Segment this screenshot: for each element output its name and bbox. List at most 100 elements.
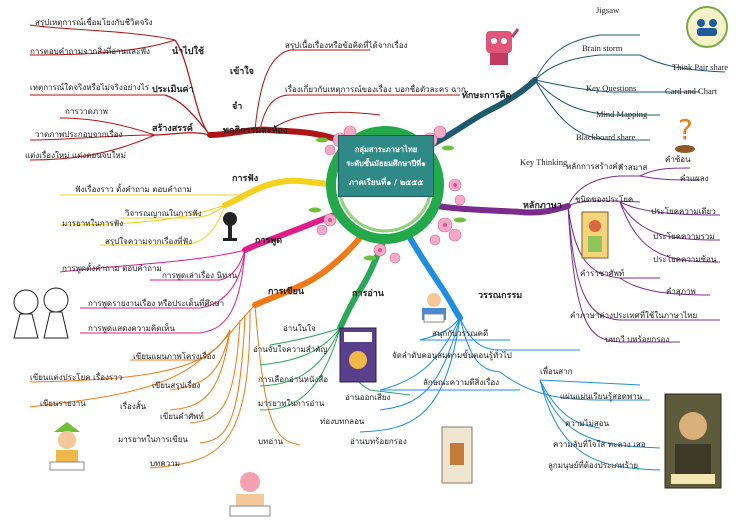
- thinking-jigsaw: Jigsaw: [596, 5, 620, 15]
- book-cover-reading-icon: [339, 327, 377, 383]
- girl-reading-icon: [49, 422, 85, 471]
- principles-rhyme: คำแผลง: [680, 174, 709, 183]
- principles-poem: บทกวี บทร้อยกรอง: [605, 335, 670, 344]
- reading-item1: อ่านในใจ: [283, 324, 316, 333]
- center-title-box: กลุ่มสาระภาษาไทย ระดับชั้นมัธยมศึกษาปีที…: [338, 135, 434, 197]
- speaking-branch: [242, 207, 355, 253]
- topleft-tell-sub: บอกชื่อตัวละคร ฉาก: [395, 85, 466, 94]
- topleft-draw: การวาดภาพ: [65, 107, 108, 116]
- principles-creation: หลักการสร้างคำ: [566, 162, 623, 171]
- listening-manner: มารยาทในการฟัง: [62, 219, 124, 228]
- speaking-item3: การพูดรายงานเรื่อง หรือประเด็นที่ศึกษา: [88, 299, 225, 308]
- student-reading-icon: [422, 293, 446, 323]
- literature-item11: ลูกมนุษย์ที่ต้องประเภทร้าย: [548, 461, 639, 470]
- writing-item4: เขียนสรุปเรื่อง: [152, 381, 201, 390]
- thinking-brainstorm: Brain storm: [582, 43, 623, 53]
- thinking-card: Card and Chart: [665, 86, 717, 96]
- red-sub: [29, 134, 156, 141]
- writing-item2: เขียนแต่งประโยค เรื่องราว: [30, 373, 123, 382]
- branch-kidcheckrong: พฤติกรรมสะท้อง: [223, 126, 288, 136]
- principles-loan: คำภาษาต่างประเทศที่ใช้ในภาษาไทย: [570, 311, 698, 320]
- literature-item7: เพื่อนสาก: [540, 367, 573, 376]
- reading-item3: การเลือกอ่านหนังสือ: [258, 375, 329, 384]
- literature-item4: ลักษณะความดีสิ่งเรื่อง: [423, 378, 500, 387]
- listening-item3: สรุปใจความจากเรื่องที่ฟัง: [105, 237, 193, 246]
- robot-icon: [486, 28, 520, 65]
- cartoon-speakers-image: [13, 287, 69, 339]
- writing-item8: บทความ: [150, 459, 180, 468]
- book-cover-friend-icon: [664, 393, 722, 489]
- thinking-mind: Mind Mapping: [596, 109, 648, 119]
- literature-branch: [407, 235, 463, 321]
- red-sub: [259, 94, 380, 131]
- red-sub: [29, 39, 176, 56]
- center-line-2: ระดับชั้นมัธยมศึกษาปีที่๑: [346, 159, 426, 168]
- logo-icon: [686, 6, 728, 48]
- topleft-drawpic: วาดภาพประกอบจากเรื่อง: [35, 130, 123, 139]
- writing-item3: เขียนรายงาน: [40, 399, 86, 408]
- red-sub: [254, 49, 370, 131]
- literature-item2: จัดลำดับคอนุสมตามขั้นตอนรู้ทั่วไป: [392, 351, 512, 360]
- principles-compound: คำสมาส: [618, 163, 648, 172]
- reading-item5: บทอ่าน: [258, 437, 284, 446]
- topleft-understand: เข้าใจ: [230, 67, 254, 77]
- topleft-create: สร้างสรรค์: [152, 124, 193, 134]
- writing-branch: [252, 229, 368, 308]
- red-sub: [154, 132, 211, 136]
- writing-item7: มารยาทในการเขียน: [118, 435, 188, 444]
- thinking-keyq: Key Questions: [586, 83, 637, 93]
- thinking-keythink: Key Thinking: [520, 157, 568, 167]
- listening-item1: ฟังเรื่องราว ตั้งคำถาม ตอบคำถาม: [75, 185, 192, 194]
- red-sub: [59, 117, 156, 136]
- book-cover-literature-icon: [441, 426, 473, 484]
- branch-literature: วรรณกรรม: [478, 291, 523, 301]
- microphone-icon: [223, 212, 237, 241]
- svg-text:?: ?: [678, 113, 693, 146]
- speaking-item4: การพูดแสดงความคิดเห็น: [88, 324, 175, 333]
- reading-item4: มารยาทในการอ่าน: [258, 399, 325, 408]
- reading-item7: ท่องบทกลอน: [320, 417, 365, 426]
- writing-item5: เรื่องสั้น: [120, 402, 147, 411]
- listening-item2: วิจารณญาณในการฟัง: [125, 209, 202, 218]
- child-writing-icon: [229, 472, 271, 517]
- principles-vocab: คำราชาศัพท์: [580, 269, 625, 278]
- writing-item1: เขียนแผนภาพโครงเรื่อง: [133, 352, 216, 361]
- red-sub: [164, 94, 211, 136]
- topleft-remember: จำ: [232, 102, 243, 112]
- red-sub: [29, 24, 176, 41]
- literature-item1: สนุกกับวรรณคดี: [432, 329, 489, 338]
- topleft-compare: การตอบคำถามจากสิ่งที่อ่านและฟัง: [30, 47, 150, 56]
- branch-principles: หลักภาษา: [523, 201, 562, 211]
- literature-item10: ความลับที่ใจใส ทะลวง เสอ: [553, 440, 646, 449]
- thinking-blackboard: Blackboard share: [576, 132, 636, 142]
- center-line-1: กลุ่มสาระภาษาไทย: [354, 145, 418, 154]
- book-cover-icon: [581, 211, 609, 259]
- topleft-understand-sub: สรุปเนื้อเรื่องหรือข้อคิดที่ได้จากเรื่อง: [285, 41, 408, 50]
- writing-item6: เขียนคำศัพท์: [160, 412, 204, 421]
- question-mark-icon: ?: [675, 113, 695, 153]
- principles-sentence: ชนิดของประโยค: [575, 195, 634, 204]
- speaking-item2: การพูดเล่าเรื่อง นิทาน: [162, 271, 238, 280]
- branch-reading: การอ่าน: [352, 289, 384, 299]
- principles-simple: ประโยคความเดียว: [651, 207, 716, 216]
- topleft-newend: แต่งเรื่องใหม่ แต่งตอนจบใหม่: [25, 151, 126, 160]
- branch-writing: การเขียน: [268, 287, 304, 297]
- topleft-apply: นำไปใช้: [172, 47, 204, 57]
- principles-foreign: คำซ้อน: [665, 155, 691, 164]
- red-sub: [29, 134, 156, 161]
- center-line-3: ภาคเรียนที่๑ / ๒๕๕๕: [348, 178, 424, 187]
- reading-item6: อ่านออกเสียง: [345, 393, 391, 402]
- red-sub: [269, 111, 381, 131]
- listening-branch: [222, 177, 348, 208]
- thinking-tps: Think Pair share: [672, 62, 729, 72]
- principles-idiom: คำสุภาพ: [666, 287, 696, 296]
- reading-item2: อ่านจับใจความสำคัญ: [253, 345, 328, 354]
- topleft-remember-sub: เรื่องเกี่ยวกับเหตุการณ์ของเรื่อง: [285, 85, 392, 94]
- topleft-fact: เหตุการณ์ใดจริงหรือไม่จริงอย่างไร: [30, 83, 150, 92]
- branch-speaking: การพูด: [255, 236, 283, 246]
- topleft-evaluate: ประเมินค่า: [152, 85, 194, 95]
- literature-item8: แผ่นแผ่นเรียนรู้สอดพาน: [560, 392, 643, 401]
- branch-thinking: ทักษะการคิด: [462, 91, 512, 101]
- literature-item9: ความไม่สอน: [565, 419, 610, 428]
